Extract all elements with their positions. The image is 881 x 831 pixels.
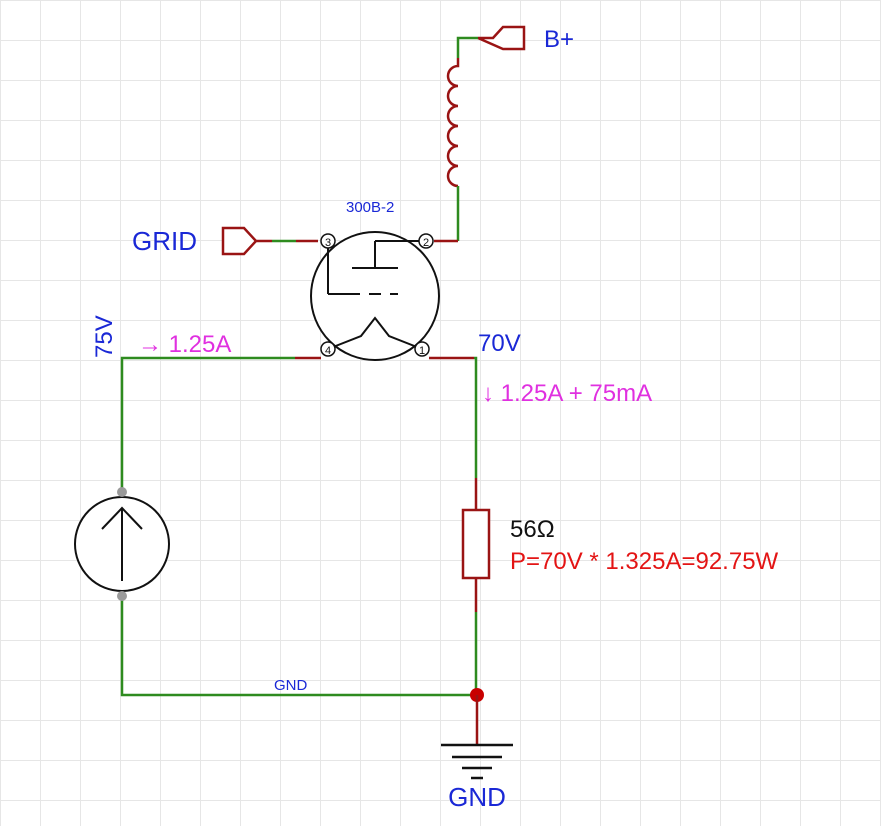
tube-name: 300B-2 bbox=[346, 199, 394, 216]
tube-pin-4[interactable]: 4 bbox=[320, 341, 336, 357]
inductor[interactable] bbox=[446, 58, 460, 188]
resistor-value: 56Ω bbox=[510, 516, 555, 543]
current-source[interactable] bbox=[74, 487, 170, 601]
power-calculation: P=70V * 1.325A=92.75W bbox=[510, 548, 779, 575]
gnd-net-label: GND bbox=[274, 677, 308, 694]
current-right-annotation: ↓ 1.25A + 75mA bbox=[482, 380, 652, 407]
v75-label: 75V bbox=[91, 315, 118, 358]
svg-text:4: 4 bbox=[325, 345, 331, 357]
current-left-annotation: → 1.25A bbox=[138, 331, 231, 358]
resistor-56-ohm[interactable] bbox=[461, 508, 491, 580]
ground-symbol[interactable] bbox=[441, 743, 513, 780]
bplus-label: B+ bbox=[544, 26, 574, 53]
left-bottom-wire bbox=[120, 596, 477, 697]
bplus-wire bbox=[456, 36, 478, 58]
svg-text:1: 1 bbox=[419, 345, 425, 357]
tube-pin-1[interactable]: 1 bbox=[414, 341, 430, 357]
right-top-wire bbox=[474, 356, 478, 478]
v70-label: 70V bbox=[478, 330, 521, 357]
gnd-port-label: GND bbox=[448, 782, 506, 812]
svg-text:3: 3 bbox=[325, 237, 331, 249]
svg-text:2: 2 bbox=[423, 237, 429, 249]
tube-pin-3[interactable]: 3 bbox=[320, 233, 336, 249]
grid-label: GRID bbox=[132, 226, 197, 256]
grid-port[interactable] bbox=[221, 226, 272, 256]
tube-pin-2[interactable]: 2 bbox=[418, 233, 434, 249]
vacuum-tube-300b[interactable] bbox=[310, 231, 440, 361]
left-top-wire bbox=[120, 356, 295, 492]
bplus-port[interactable] bbox=[477, 25, 526, 51]
